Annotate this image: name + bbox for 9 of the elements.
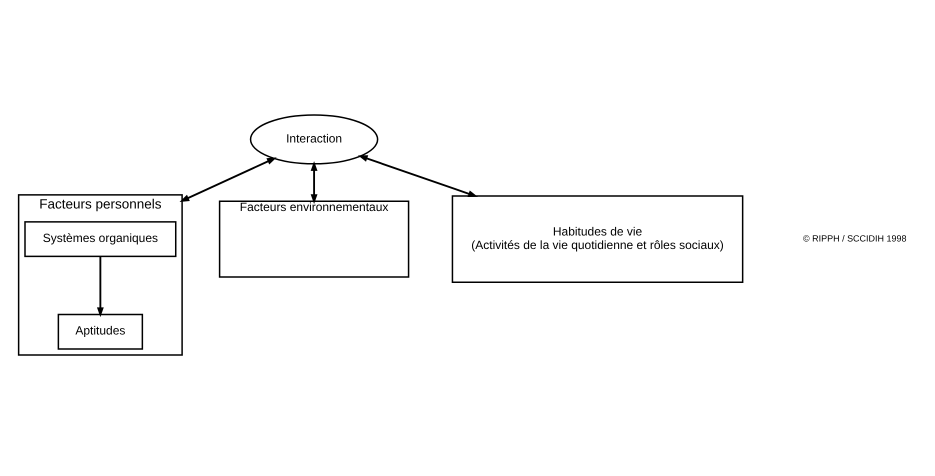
node-box: Habitudes de vie (Activités de la vie quotidienne et rôles sociaux): [451, 195, 743, 283]
label: © RIPPH / SCCIDIH 1998: [802, 233, 906, 244]
arrow: [179, 157, 276, 202]
node-box: Facteurs environnementaux: [218, 200, 409, 278]
arrow: [310, 161, 317, 204]
node-box: Systèmes organiques: [24, 221, 176, 258]
arrow: [357, 155, 478, 197]
node-box: Aptitudes: [57, 314, 143, 350]
arrow: [96, 256, 104, 318]
